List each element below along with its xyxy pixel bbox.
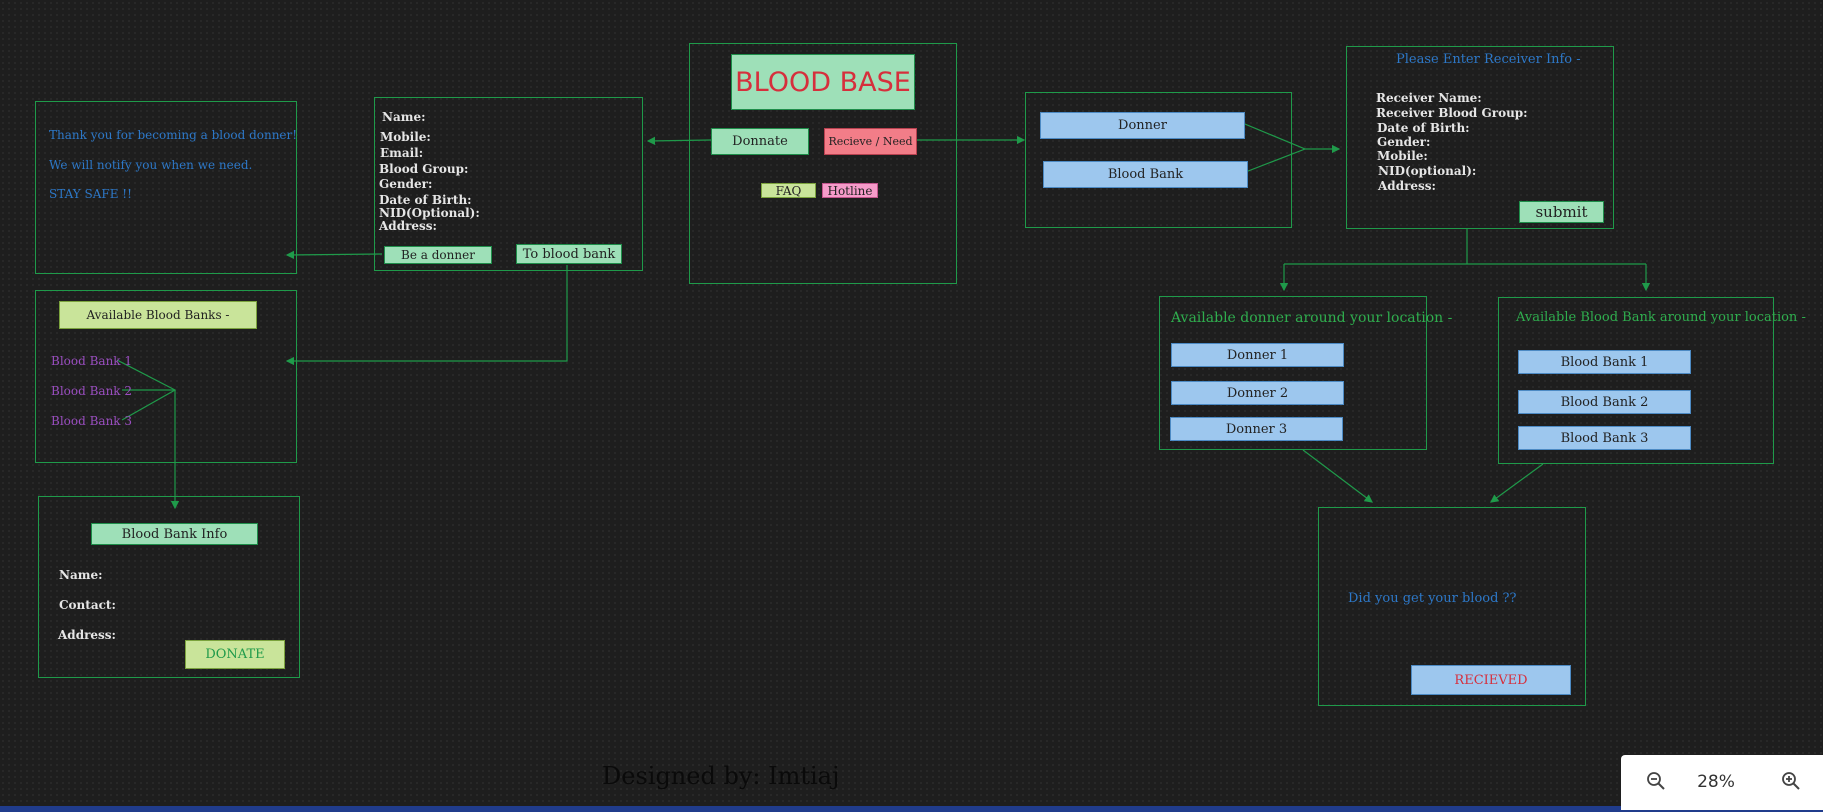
nearby-donors-frame: Available donner around your location - … [1159,296,1452,450]
donor-list-item[interactable]: Donner 2 [1171,381,1344,405]
nearby-bank-item[interactable]: Blood Bank 1 [1518,350,1691,374]
donor-field-nid: NID(Optional): [379,206,480,220]
receiver-field-mobile: Mobile: [1377,149,1428,163]
nearby-bank-item[interactable]: Blood Bank 3 [1518,426,1691,450]
receiver-field-dob: Date of Birth: [1377,121,1470,135]
nearby-banks-frame: Available Blood Bank around your locatio… [1498,297,1806,464]
hotline-button[interactable]: Hotline [822,183,878,198]
donor-field-name: Name: [382,110,426,124]
bottom-bar [0,806,1823,812]
received-button[interactable]: RECIEVED [1411,665,1571,695]
zoom-control: 28% [1621,755,1823,810]
receiver-form-title: Please Enter Receiver Info - [1396,52,1581,67]
receiver-field-address: Address: [1378,179,1436,193]
receive-need-button[interactable]: Recieve / Need [824,128,917,155]
donor-field-address: Address: [379,219,437,233]
bank-donate-button[interactable]: DONATE [185,640,285,669]
nearby-bank-item[interactable]: Blood Bank 2 [1518,390,1691,414]
donor-field-blood-group: Blood Group: [379,162,469,176]
bank-info-contact: Contact: [59,598,116,612]
available-banks-title: Available Blood Banks - [59,301,257,329]
zoom-out-icon[interactable] [1642,767,1670,795]
receiver-field-gender: Gender: [1377,135,1431,149]
blood-bank-option-button[interactable]: Blood Bank [1043,161,1248,188]
zoom-in-icon[interactable] [1777,767,1805,795]
be-donor-button[interactable]: Be a donner [384,246,492,264]
bank-info-title: Blood Bank Info [91,523,258,545]
donor-list-item[interactable]: Donner 3 [1170,417,1343,441]
arrow-donors-to-confirm [1302,449,1373,503]
donor-list-item[interactable]: Donner 1 [1171,343,1344,367]
bank-info-address: Address: [58,628,116,642]
donor-form-frame: Name: Mobile: Email: Blood Group: Gender… [374,97,643,271]
nearby-banks-title: Available Blood Bank around your locatio… [1516,310,1806,325]
bank-list-item[interactable]: Blood Bank 2 [51,384,133,398]
receive-choice-frame: Donner Blood Bank [1025,92,1292,228]
donor-field-email: Email: [380,146,424,160]
bank-list-item[interactable]: Blood Bank 1 [51,354,133,368]
bank-list-item[interactable]: Blood Bank 3 [51,414,133,428]
available-banks-frame: Available Blood Banks - Blood Bank 1 Blo… [35,290,297,463]
donor-field-gender: Gender: [379,177,433,191]
nearby-donors-title: Available donner around your location - [1171,310,1453,326]
thank-you-frame: Thank you for becoming a blood donner! W… [35,101,297,274]
stay-safe-message: STAY SAFE !! [49,187,132,201]
bank-info-frame: Blood Bank Info Name: Contact: Address: … [38,496,300,678]
donor-field-dob: Date of Birth: [379,193,472,207]
submit-button[interactable]: submit [1519,201,1604,223]
confirmation-frame: Did you get your blood ?? RECIEVED [1318,507,1586,706]
receiver-field-nid: NID(optional): [1378,164,1477,178]
donner-option-button[interactable]: Donner [1040,112,1245,139]
faq-button[interactable]: FAQ [761,183,816,198]
notify-message: We will notify you when we need. [49,158,253,172]
receiver-form-frame: Please Enter Receiver Info - Receiver Na… [1346,46,1614,229]
confirmation-question: Did you get your blood ?? [1348,591,1517,606]
receiver-field-name: Receiver Name: [1376,91,1482,105]
arrow-tobank-to-list [285,265,568,366]
home-frame: BLOOD BASE Donnate Recieve / Need FAQ Ho… [689,43,957,284]
bank-info-name: Name: [59,568,103,582]
arrow-bedonor-to-thanks [285,250,383,260]
designer-credit: Designed by: Imtiaj [602,762,840,790]
to-blood-bank-button[interactable]: To blood bank [516,244,622,264]
zoom-level: 28% [1697,772,1735,792]
donate-button[interactable]: Donnate [711,128,809,155]
donor-field-mobile: Mobile: [380,130,431,144]
thank-you-message: Thank you for becoming a blood donner! [49,128,298,142]
app-title: BLOOD BASE [731,54,915,110]
arrow-banks-to-confirm [1490,463,1544,503]
receiver-field-blood-group: Receiver Blood Group: [1376,106,1528,120]
